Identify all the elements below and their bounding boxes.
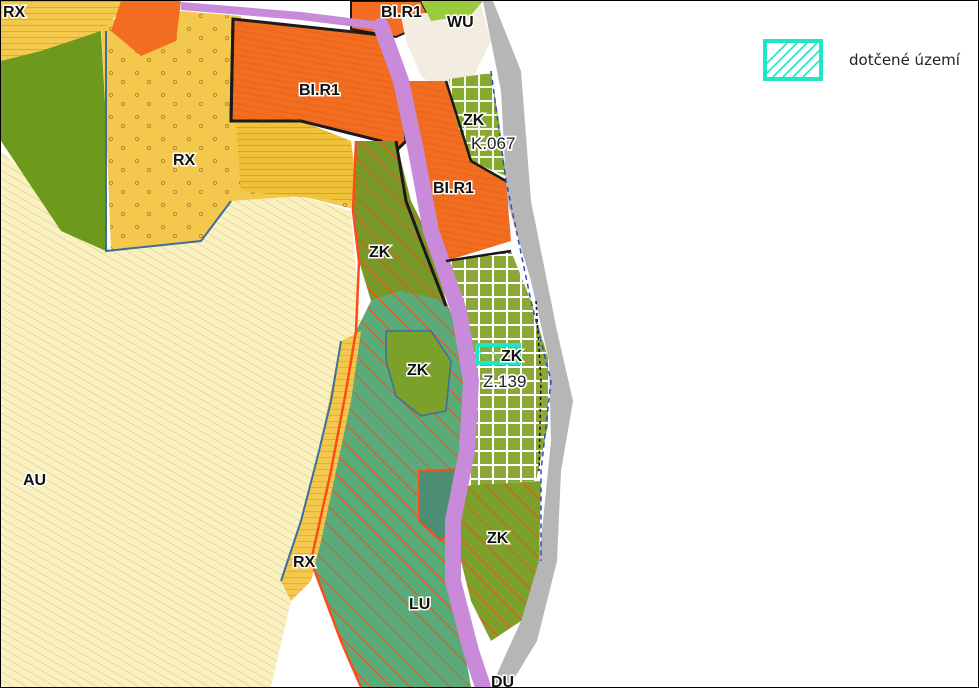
zone-au-hatch	[1, 151, 361, 687]
label-zk-k067: ZK	[463, 112, 485, 129]
legend-label-subject-area: dotčené území	[849, 51, 960, 69]
zone-green-left	[1, 1, 106, 251]
label-zk-middle: ZK	[407, 362, 429, 379]
boundary-black-right	[444, 80, 512, 263]
legend-swatch-subject-area	[763, 39, 823, 81]
zone-wu-green	[421, 1, 483, 21]
label-rx-lower: RX	[293, 554, 316, 571]
zone-bir1-top	[111, 1, 181, 56]
label-bir1-top: BI.R1	[381, 4, 422, 21]
boundary-orange	[309, 140, 363, 687]
label-rx-upper: RX	[173, 152, 196, 169]
label-zk-highlight: ZK	[501, 348, 523, 365]
label-rx-topleft: RX	[3, 4, 26, 21]
boundary-dashed-blue	[490, 70, 552, 561]
subject-area-highlight[interactable]	[475, 343, 521, 365]
label-lu: LU	[409, 596, 430, 613]
zone-wu	[401, 6, 491, 91]
zone-rx-lower-hatch	[281, 331, 361, 601]
label-z139-code: Z.139	[483, 372, 526, 391]
label-zk-upper: ZK	[369, 244, 391, 261]
zone-striped-pocket-hatch	[236, 121, 356, 201]
label-au: AU	[23, 472, 46, 489]
label-wu: WU	[447, 14, 474, 31]
label-zk-lower: ZK	[487, 530, 509, 547]
zone-rx-topleft-hatch	[1, 1, 131, 61]
boundary-blue	[105, 31, 342, 582]
boundary-black-upper	[229, 18, 448, 307]
zone-bir1-upper-hatch	[231, 19, 406, 151]
label-bir1-upper: BI.R1	[299, 82, 340, 99]
road-main	[373, 18, 491, 687]
zone-zk-upper-hatch	[353, 141, 446, 311]
map-legend: dotčené území	[763, 37, 960, 83]
boundary-dashed-black	[535, 300, 542, 472]
zone-zk-k067-grid	[449, 73, 506, 176]
label-du: DU	[491, 674, 514, 687]
zone-zk-middle	[385, 330, 452, 417]
zone-zk-lower-hatch	[456, 481, 541, 641]
label-k067-code: K.067	[471, 134, 515, 153]
road-top	[180, 2, 382, 30]
label-bir1-mid: BI.R1	[433, 180, 474, 197]
